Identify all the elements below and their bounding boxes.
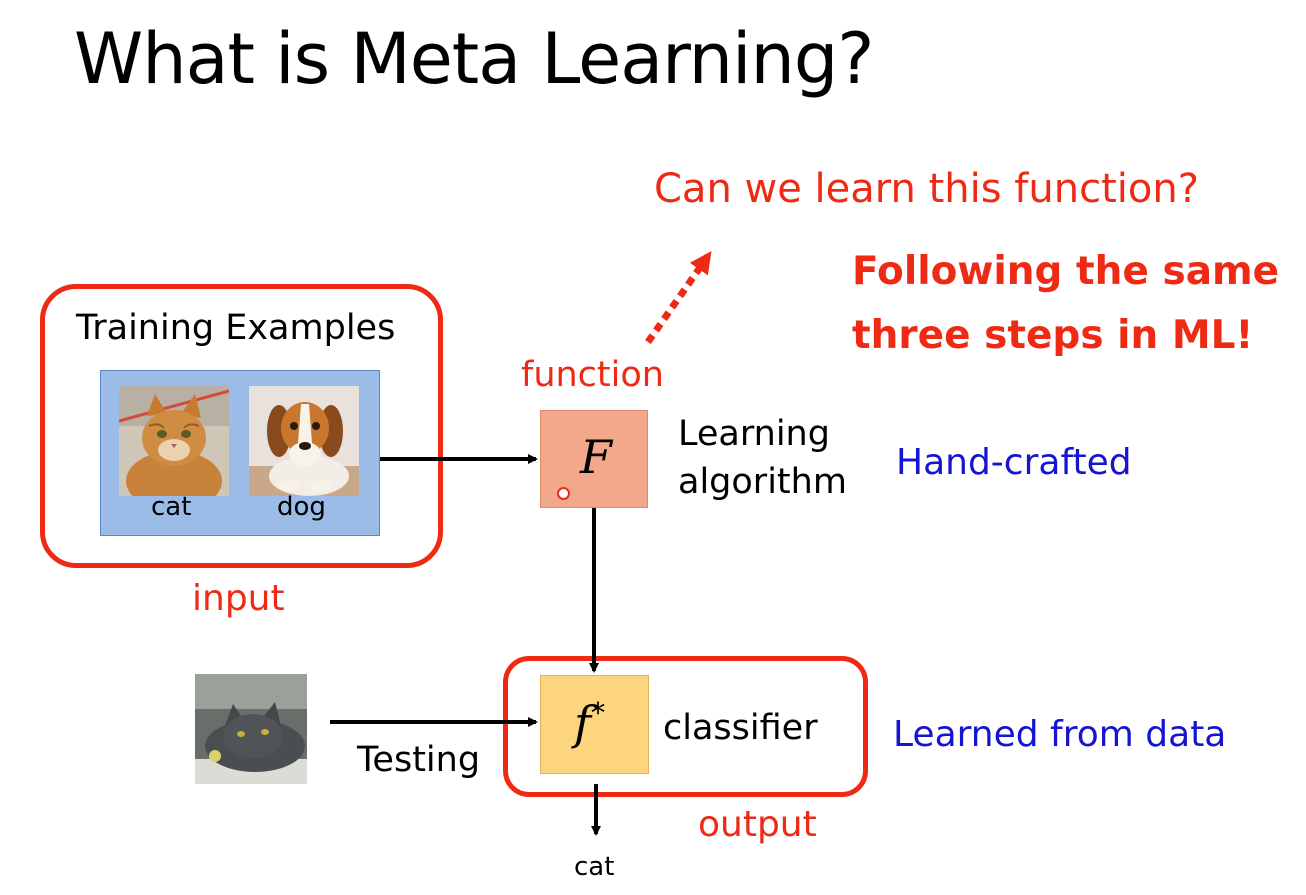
input-frame xyxy=(40,284,443,568)
emphasis-text: Following the same three steps in ML! xyxy=(852,240,1279,368)
learn-function-dotted-arrow xyxy=(645,251,712,345)
slide-title: What is Meta Learning? xyxy=(74,18,874,100)
cat-photo xyxy=(119,386,229,496)
learning-algorithm-line-2: algorithm xyxy=(678,462,847,502)
question-text: Can we learn this function? xyxy=(654,166,1199,212)
classifier-label: classifier xyxy=(663,708,818,748)
learned-from-data-note: Learned from data xyxy=(893,714,1227,755)
dog-example-label: dog xyxy=(277,492,326,522)
input-label: input xyxy=(192,578,285,619)
pointer-dot-icon xyxy=(557,487,570,500)
testing-label: Testing xyxy=(357,740,481,780)
F-symbol: F xyxy=(580,430,612,484)
emphasis-line-1: Following the same xyxy=(852,249,1280,294)
prediction-result: cat xyxy=(574,852,615,882)
hand-crafted-note: Hand-crafted xyxy=(896,442,1132,483)
output-label: output xyxy=(698,804,817,845)
classifier-box xyxy=(540,675,649,774)
emphasis-line-2: three steps in ML! xyxy=(852,313,1254,358)
test-cat-photo xyxy=(195,674,307,784)
f-star-symbol: f* xyxy=(574,696,605,750)
f-symbol: f xyxy=(574,696,592,750)
training-examples-title: Training Examples xyxy=(76,308,396,348)
learning-algorithm-label: Learning algorithm xyxy=(678,410,847,506)
function-label: function xyxy=(521,355,664,395)
output-frame xyxy=(503,656,868,797)
learning-algorithm-line-1: Learning xyxy=(678,414,830,454)
dog-photo xyxy=(249,386,359,496)
cat-example-label: cat xyxy=(151,492,192,522)
star-superscript: * xyxy=(591,696,606,730)
